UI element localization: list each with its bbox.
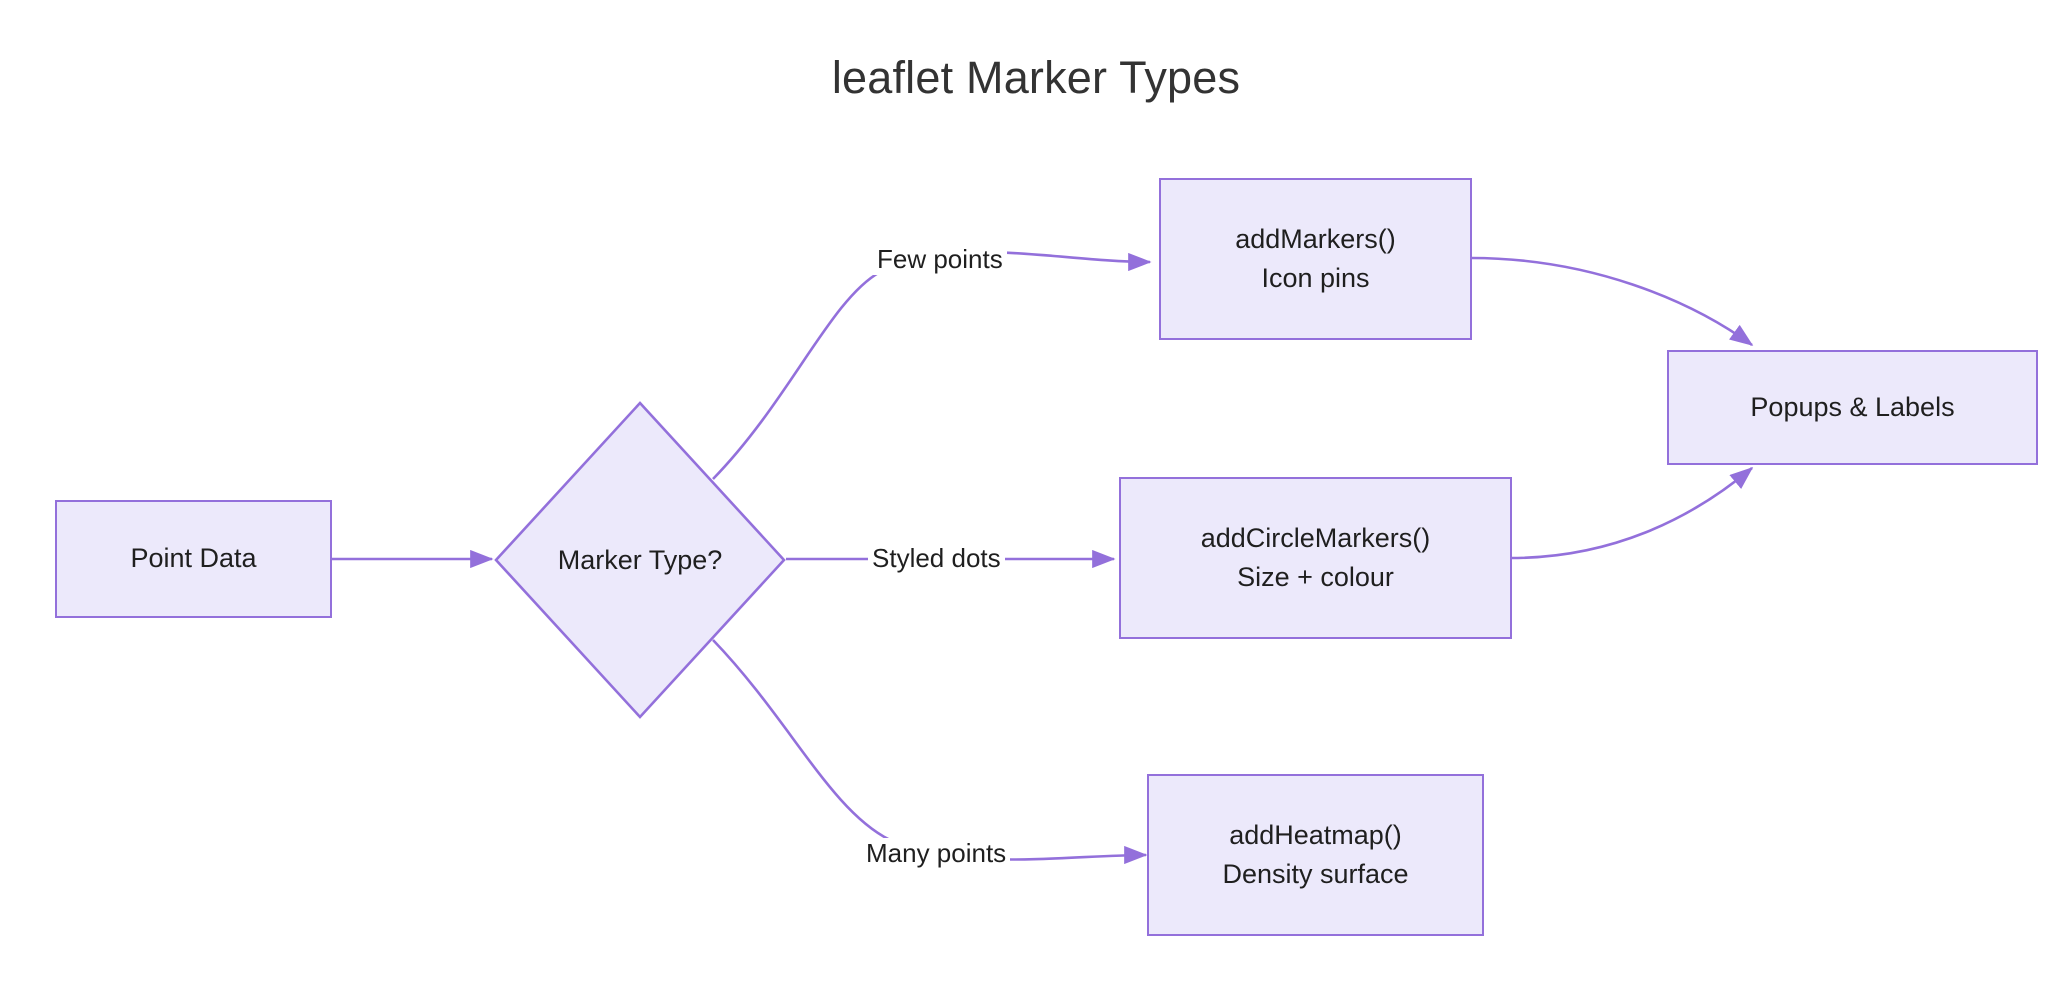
node-add-circle-markers[interactable]: addCircleMarkers() Size + colour — [1119, 477, 1512, 639]
edge-add-markers-to-popups-labels — [1470, 256, 1754, 347]
node-popups-labels-label: Popups & Labels — [1750, 391, 1955, 422]
edge-label-many-points: Many points — [862, 838, 1011, 869]
edge-label-few-points: Few points — [873, 244, 1007, 275]
node-add-heatmap[interactable]: addHeatmap() Density surface — [1147, 774, 1484, 936]
node-popups-labels[interactable]: Popups & Labels — [1667, 350, 2038, 465]
node-add-markers-sublabel: Icon pins — [1261, 263, 1370, 293]
edge-add-circle-markers-to-popups-labels — [1510, 466, 1754, 560]
edge-label-styled-dots: Styled dots — [868, 543, 1005, 574]
node-add-markers[interactable]: addMarkers() Icon pins — [1159, 178, 1472, 340]
node-point-data[interactable]: Point Data — [55, 500, 332, 618]
node-point-data-label: Point Data — [130, 543, 257, 574]
page-title: leaflet Marker Types — [831, 52, 1241, 103]
node-add-markers-label: addMarkers() — [1235, 223, 1396, 254]
node-add-heatmap-sublabel: Density surface — [1222, 859, 1409, 889]
node-add-circle-markers-sublabel: Size + colour — [1237, 562, 1394, 592]
node-add-circle-markers-label: addCircleMarkers() — [1200, 522, 1431, 553]
node-marker-type[interactable]: Marker Type? — [493, 400, 787, 720]
node-marker-type-label: Marker Type? — [557, 544, 723, 575]
diamond-shape — [494, 401, 786, 719]
node-add-heatmap-label: addHeatmap() — [1229, 819, 1402, 850]
